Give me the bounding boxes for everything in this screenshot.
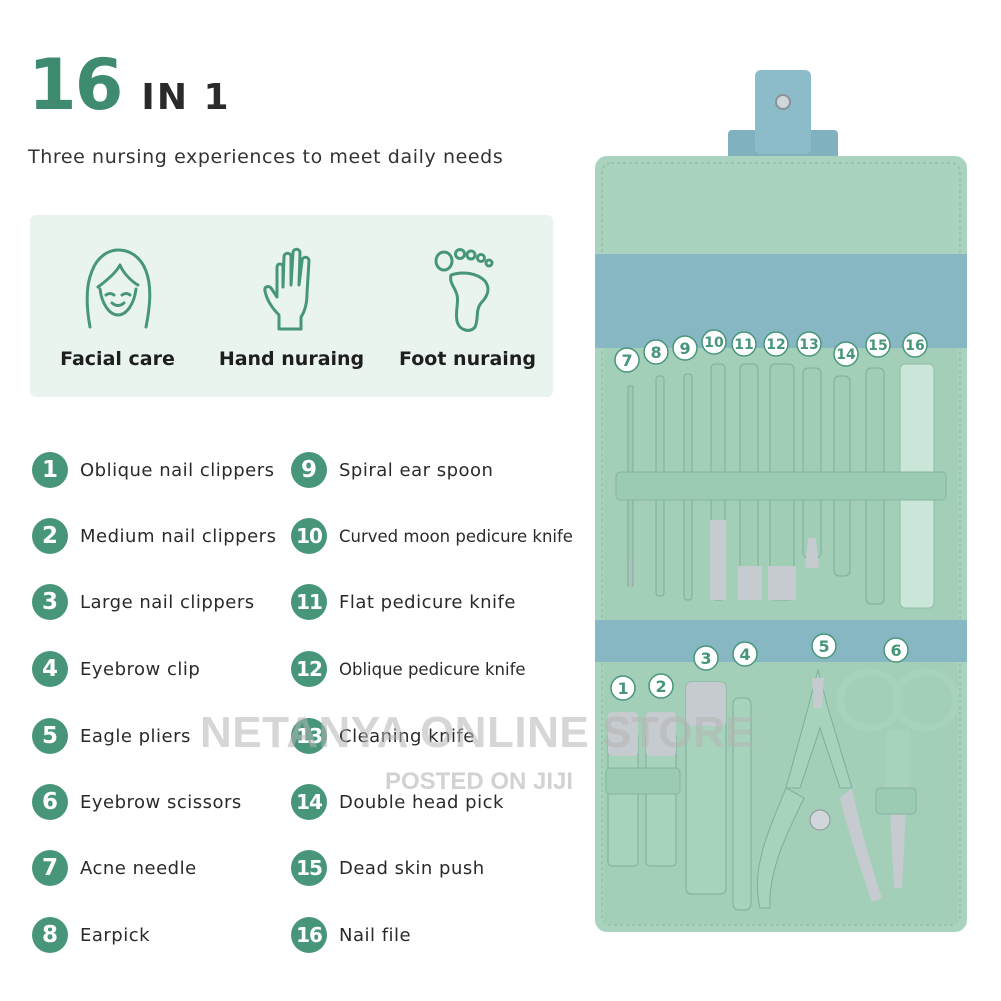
item-label: Flat pedicure knife	[339, 591, 516, 613]
hand-icon	[262, 247, 310, 331]
item-label: Large nail clippers	[80, 591, 255, 613]
item-label: Eyebrow clip	[80, 658, 201, 680]
item-number-badge: 7	[32, 850, 68, 886]
list-item: 16 Nail file	[291, 917, 411, 953]
subtitle: Three nursing experiences to meet daily …	[28, 146, 504, 168]
list-item: 5 Eagle pliers	[32, 718, 191, 754]
snap-button	[775, 94, 791, 110]
item-label: Dead skin push	[339, 857, 485, 879]
face-icon	[85, 248, 151, 329]
item-label: Oblique nail clippers	[80, 459, 275, 481]
headline: 16 IN 1	[28, 44, 231, 126]
lower-tools	[607, 668, 960, 911]
item-label: Nail file	[339, 924, 412, 946]
case-band-middle	[595, 620, 967, 662]
product-label: 14	[836, 347, 856, 363]
care-label-foot: Foot nuraing	[399, 348, 536, 370]
manicure-kit-image: 7 8 9 10 11 12 13 14 15 16 1 2 3 4 5 6	[595, 70, 967, 932]
product-label: 13	[799, 337, 818, 353]
list-item: 8 Earpick	[32, 917, 150, 953]
item-number-badge: 11	[291, 584, 327, 620]
product-label: 12	[766, 337, 785, 353]
item-number-badge: 15	[291, 850, 327, 886]
list-item: 13 Cleaning knife	[291, 718, 475, 754]
product-label: 7	[621, 351, 632, 370]
product-label: 11	[734, 337, 753, 353]
item-number-badge: 8	[32, 917, 68, 953]
list-item: 1 Oblique nail clippers	[32, 452, 275, 488]
item-number-badge: 3	[32, 584, 68, 620]
item-label: Acne needle	[80, 857, 197, 879]
item-number-badge: 6	[32, 784, 68, 820]
list-item: 4 Eyebrow clip	[32, 651, 200, 687]
product-label: 15	[868, 338, 887, 354]
list-item: 12 Oblique pedicure knife	[291, 651, 526, 687]
care-label-hand: Hand nuraing	[218, 348, 365, 370]
item-label: Oblique pedicure knife	[339, 659, 526, 679]
product-label: 4	[739, 645, 750, 664]
product-label: 2	[655, 677, 666, 696]
watermark-sub: POSTED ON JIJI	[385, 768, 574, 795]
list-item: 11 Flat pedicure knife	[291, 584, 516, 620]
list-item: 15 Dead skin push	[291, 850, 485, 886]
item-label: Cleaning knife	[339, 725, 475, 747]
product-label: 6	[890, 641, 901, 660]
item-number-badge: 4	[32, 651, 68, 687]
item-number-badge: 12	[291, 651, 327, 687]
headline-number: 16	[28, 44, 123, 126]
item-number-badge: 2	[32, 518, 68, 554]
list-item: 3 Large nail clippers	[32, 584, 255, 620]
product-labels-bottom: 1 2 3 4 5 6	[610, 633, 909, 701]
item-number-badge: 13	[291, 718, 327, 754]
item-label: Eyebrow scissors	[80, 791, 242, 813]
item-number-badge: 14	[291, 784, 327, 820]
case-stitching	[601, 162, 961, 926]
product-label: 1	[617, 679, 628, 698]
list-item: 6 Eyebrow scissors	[32, 784, 242, 820]
product-labels-top: 7 8 9 10 11 12 13 14 15 16	[614, 329, 928, 373]
item-number-badge: 10	[291, 518, 327, 554]
product-label: 10	[704, 335, 724, 351]
item-number-badge: 16	[291, 917, 327, 953]
care-label-facial: Facial care	[60, 348, 175, 370]
elastic-strap-upper	[615, 471, 947, 501]
care-types-panel: Facial care Hand nuraing Foot nuraing	[30, 215, 553, 397]
foot-icon	[434, 248, 493, 332]
product-label: 5	[818, 637, 829, 656]
item-label: Double head pick	[339, 791, 504, 813]
list-item: 7 Acne needle	[32, 850, 197, 886]
care-foot: Foot nuraing	[380, 215, 555, 397]
product-label: 3	[700, 649, 711, 668]
list-item: 10 Curved moon pedicure knife	[291, 518, 573, 554]
item-label: Spiral ear spoon	[339, 459, 494, 481]
list-item: 2 Medium nail clippers	[32, 518, 276, 554]
care-facial: Facial care	[30, 215, 205, 397]
item-number-badge: 9	[291, 452, 327, 488]
item-label: Earpick	[80, 924, 151, 946]
list-item: 14 Double head pick	[291, 784, 504, 820]
item-label: Curved moon pedicure knife	[339, 526, 573, 546]
list-item: 9 Spiral ear spoon	[291, 452, 493, 488]
item-label: Medium nail clippers	[80, 525, 277, 547]
care-hand: Hand nuraing	[204, 215, 379, 397]
product-label: 9	[679, 339, 690, 358]
watermark-main: NETANYA ONLINE STORE	[200, 708, 756, 757]
item-number-badge: 1	[32, 452, 68, 488]
headline-suffix: IN 1	[141, 77, 231, 118]
item-number-badge: 5	[32, 718, 68, 754]
product-label: 8	[650, 343, 661, 362]
case-strap	[755, 70, 811, 154]
product-label: 16	[905, 338, 924, 354]
elastic-strap-lower	[605, 767, 681, 795]
elastic-strap-scissors	[875, 787, 917, 815]
item-label: Eagle pliers	[80, 725, 191, 747]
